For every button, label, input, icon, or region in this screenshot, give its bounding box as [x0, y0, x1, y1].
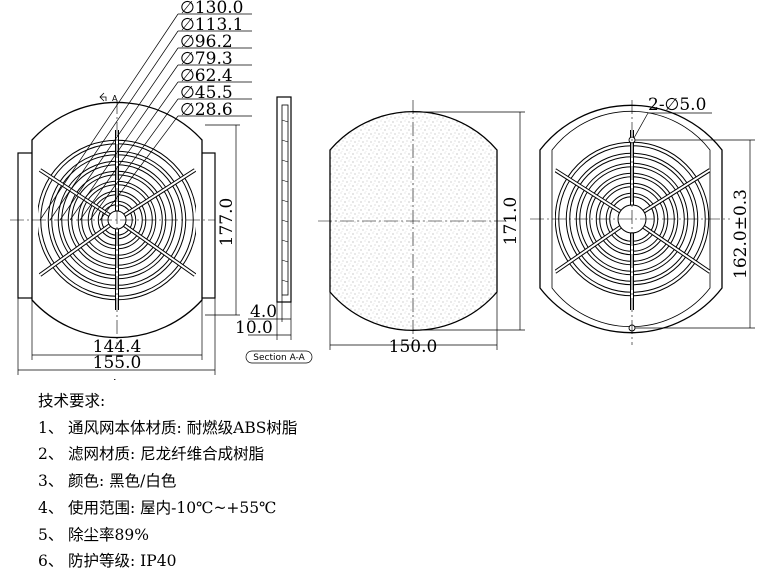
note-item: 5、除尘率89% — [38, 522, 738, 549]
diameter-label: ∅62.4 — [180, 66, 233, 86]
note-index: 2、 — [38, 445, 64, 464]
note-text: 防护等级: IP40 — [68, 552, 177, 571]
note-item: 4、使用范围: 屋内-10℃~+55℃ — [38, 495, 738, 522]
hole-spacing-label: 162.0±0.3 — [731, 189, 751, 279]
note-text: 通风网本体材质: 耐燃级ABS树脂 — [68, 418, 298, 437]
note-index: 4、 — [38, 498, 64, 517]
note-item: 3、颜色: 黑色/白色 — [38, 468, 738, 495]
front-view: A A ∅130.0 ∅113.1 ∅96.2 ∅79.3 ∅62.4 ∅45.… — [10, 0, 252, 380]
notes-title: 技术要求: — [38, 392, 106, 410]
front-width-inner-label: 144.4 — [93, 337, 142, 357]
technical-drawing: A A ∅130.0 ∅113.1 ∅96.2 ∅79.3 ∅62.4 ∅45.… — [10, 0, 755, 380]
section-dim-depth: 10.0 — [235, 318, 273, 338]
section-view: 4.0 10.0 Section A-A — [235, 96, 313, 364]
diameter-label: ∅96.2 — [180, 32, 233, 52]
technical-requirements: 技术要求: 1、通风网本体材质: 耐燃级ABS树脂 2、滤网材质: 尼龙纤维合成… — [38, 388, 738, 575]
filter-view: 171.0 150.0 — [318, 100, 525, 357]
note-index: 1、 — [38, 418, 64, 437]
note-text: 除尘率89% — [68, 525, 149, 544]
note-text: 滤网材质: 尼龙纤维合成树脂 — [68, 445, 265, 464]
diameter-label: ∅130.0 — [180, 0, 243, 18]
diameter-label: ∅79.3 — [180, 49, 233, 69]
diameter-label: ∅28.6 — [180, 100, 233, 120]
holes-label: 2-∅5.0 — [648, 95, 706, 115]
front-width-outer-label: 155.0 — [93, 353, 142, 373]
note-index: 5、 — [38, 525, 64, 544]
section-caption: Section A-A — [253, 353, 305, 363]
diameter-label: ∅45.5 — [180, 83, 233, 103]
filter-width-label: 150.0 — [389, 337, 438, 357]
filter-height-label: 171.0 — [501, 197, 521, 246]
back-view: 2-∅5.0 162.0±0.3 — [530, 95, 755, 345]
front-height-label: 177.0 — [217, 198, 237, 247]
section-marker-bottom: A — [112, 378, 118, 380]
note-text: 使用范围: 屋内-10℃~+55℃ — [68, 498, 277, 517]
note-index: 3、 — [38, 472, 64, 491]
note-item: 2、滤网材质: 尼龙纤维合成树脂 — [38, 441, 738, 468]
note-text: 颜色: 黑色/白色 — [68, 472, 177, 491]
section-marker-top: A — [112, 94, 118, 103]
note-item: 6、防护等级: IP40 — [38, 548, 738, 575]
section-dim-small: 4.0 — [250, 302, 277, 322]
note-item: 1、通风网本体材质: 耐燃级ABS树脂 — [38, 415, 738, 442]
note-index: 6、 — [38, 552, 64, 571]
diameter-label: ∅113.1 — [180, 15, 243, 35]
